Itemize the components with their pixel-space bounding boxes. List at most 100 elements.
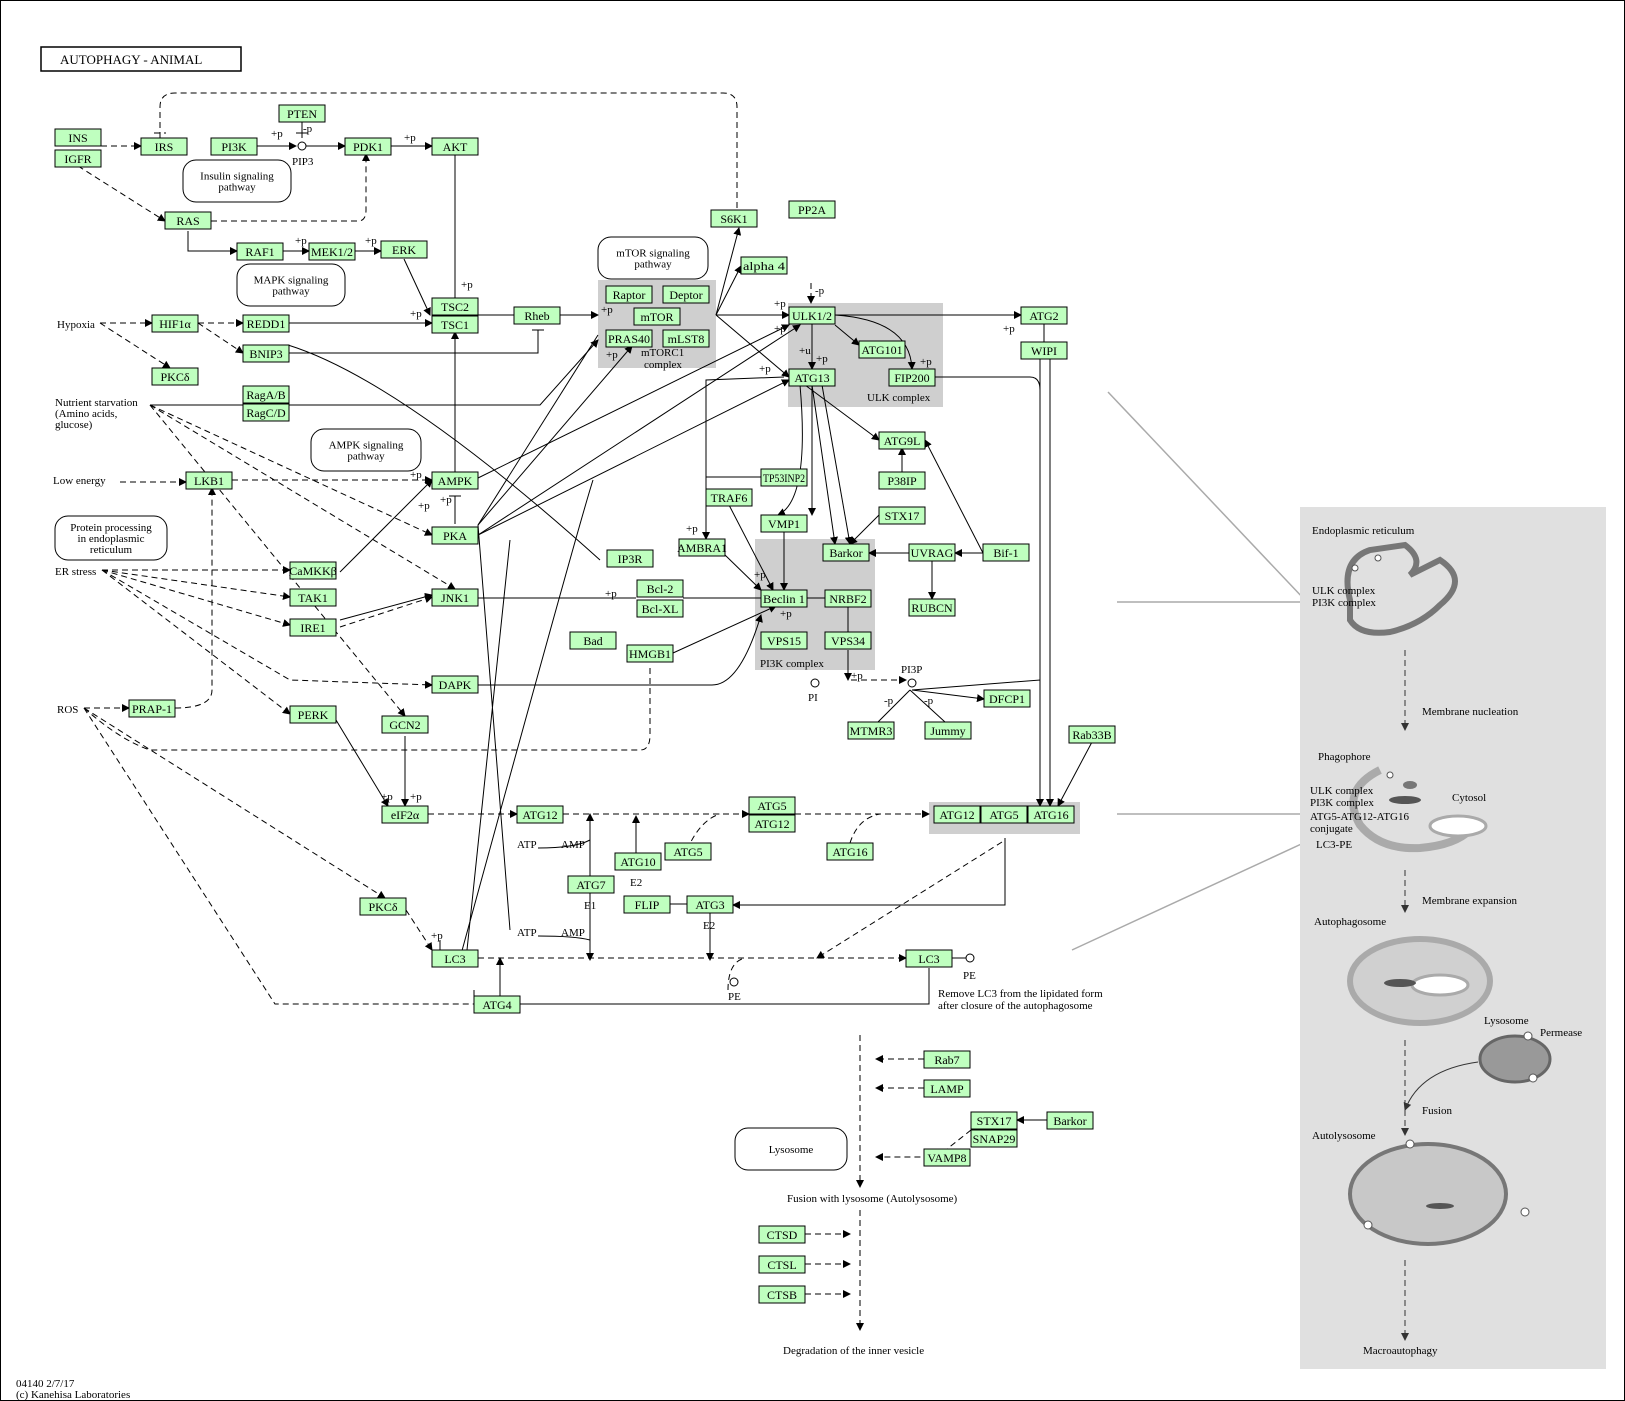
gene-pi3k[interactable]: PI3K: [210, 137, 258, 156]
gene-stx17b[interactable]: STX17: [970, 1111, 1018, 1130]
gene-hmgb1[interactable]: HMGB1: [626, 644, 674, 663]
gene-atg2[interactable]: ATG2: [1020, 306, 1068, 325]
gene-mtmr3[interactable]: MTMR3: [847, 721, 895, 740]
gene-pten[interactable]: PTEN: [278, 104, 326, 123]
gene-atg5b[interactable]: ATG5: [980, 805, 1028, 824]
gene-s6k1[interactable]: S6K1: [710, 209, 758, 228]
gene-lc3b[interactable]: LC3: [905, 949, 953, 968]
gene-pkcd1[interactable]: PKCδ: [151, 367, 199, 386]
gene-dfcp1[interactable]: DFCP1: [983, 689, 1031, 708]
gene-atg9l[interactable]: ATG9L: [878, 431, 926, 450]
gene-lc3a[interactable]: LC3: [431, 949, 479, 968]
gene-gcn2[interactable]: GCN2: [381, 715, 429, 734]
gene-atg10[interactable]: ATG10: [614, 852, 662, 871]
gene-dapk[interactable]: DAPK: [431, 675, 479, 694]
gene-rheb[interactable]: Rheb: [513, 306, 561, 325]
gene-atg12b[interactable]: ATG12: [748, 814, 796, 833]
gene-camkkb[interactable]: CaMKKβ: [289, 561, 337, 580]
gene-bcl2[interactable]: Bcl-2: [636, 579, 684, 598]
gene-raptor[interactable]: Raptor: [605, 285, 653, 304]
gene-atg7[interactable]: ATG7: [567, 875, 615, 894]
gene-pkcd2[interactable]: PKCδ: [359, 897, 407, 916]
gene-flip[interactable]: FLIP: [623, 895, 671, 914]
gene-raf1[interactable]: RAF1: [236, 242, 284, 261]
gene-ins[interactable]: INS: [54, 128, 102, 147]
gene-p38ip[interactable]: P38IP: [878, 471, 926, 490]
gene-rab33b[interactable]: Rab33B: [1068, 725, 1116, 744]
gene-ragab[interactable]: RagA/B: [242, 385, 290, 404]
gene-mtor[interactable]: mTOR: [633, 307, 681, 326]
gene-prap1[interactable]: PRAP-1: [128, 699, 176, 718]
gene-lkb1[interactable]: LKB1: [185, 471, 233, 490]
gene-rubcn[interactable]: RUBCN: [908, 598, 956, 617]
gene-vps34[interactable]: VPS34: [824, 631, 872, 650]
gene-ctsd[interactable]: CTSD: [758, 1225, 806, 1244]
gene-ctsb[interactable]: CTSB: [758, 1285, 806, 1304]
gene-pka[interactable]: PKA: [431, 526, 479, 545]
gene-bnip3[interactable]: BNIP3: [242, 344, 290, 363]
gene-ire1[interactable]: IRE1: [289, 618, 337, 637]
gene-akt[interactable]: AKT: [431, 137, 479, 156]
gene-ampk[interactable]: AMPK: [431, 471, 479, 490]
gene-bif1[interactable]: Bif-1: [982, 543, 1030, 562]
gene-stx17a[interactable]: STX17: [878, 506, 926, 525]
gene-mlst8[interactable]: mLST8: [662, 329, 710, 348]
gene-bad[interactable]: Bad: [569, 631, 617, 650]
gene-beclin1[interactable]: Beclin 1: [760, 589, 808, 608]
gene-tsc2[interactable]: TSC2: [431, 297, 479, 316]
gene-ulk12[interactable]: ULK1/2: [788, 306, 836, 325]
gene-ras[interactable]: RAS: [164, 211, 212, 230]
gene-snap29[interactable]: SNAP29: [970, 1129, 1018, 1148]
gene-uvrag[interactable]: UVRAG: [908, 543, 956, 562]
gene-atg16b[interactable]: ATG16: [826, 842, 874, 861]
gene-vps15[interactable]: VPS15: [760, 631, 808, 650]
gene-atg3[interactable]: ATG3: [686, 895, 734, 914]
gene-atg12a[interactable]: ATG12: [516, 805, 564, 824]
gene-mek12[interactable]: MEK1/2: [308, 242, 356, 261]
gene-eif2a[interactable]: eIF2α: [381, 805, 429, 824]
gene-tsc1[interactable]: TSC1: [431, 315, 479, 334]
gene-rab7[interactable]: Rab7: [923, 1050, 971, 1069]
gene-alpha4[interactable]: alpha 4: [740, 256, 788, 275]
gene-perk[interactable]: PERK: [289, 705, 337, 724]
gene-vamp8[interactable]: VAMP8: [923, 1148, 971, 1167]
gene-ambra1[interactable]: AMBRA1: [677, 538, 727, 557]
gene-nrbf2[interactable]: NRBF2: [824, 589, 872, 608]
gene-deptor[interactable]: Deptor: [662, 285, 710, 304]
gene-wipi[interactable]: WIPI: [1020, 341, 1068, 360]
gene-pras40[interactable]: PRAS40: [605, 329, 653, 348]
gene-igfr[interactable]: IGFR: [54, 149, 102, 168]
gene-bclxl[interactable]: Bcl-XL: [636, 599, 684, 618]
gene-irs[interactable]: IRS: [140, 137, 188, 156]
gene-atg12c[interactable]: ATG12: [933, 805, 981, 824]
gene-barkor1[interactable]: Barkor: [822, 543, 870, 562]
gene-jnk1[interactable]: JNK1: [431, 588, 479, 607]
gene-tak1[interactable]: TAK1: [289, 588, 337, 607]
gene-erk[interactable]: ERK: [380, 240, 428, 259]
gene-hif1a[interactable]: HIF1α: [151, 314, 199, 333]
gene-lamp[interactable]: LAMP: [923, 1079, 971, 1098]
gene-atg13[interactable]: ATG13: [788, 368, 836, 387]
gene-pp2a[interactable]: PP2A: [788, 200, 836, 219]
gene-fip200[interactable]: FIP200: [888, 368, 936, 387]
gene-jummy[interactable]: Jummy: [924, 721, 972, 740]
gene-atg101[interactable]: ATG101: [858, 340, 906, 359]
gene-atg5c[interactable]: ATG5: [664, 842, 712, 861]
gene-ragcd[interactable]: RagC/D: [242, 403, 290, 422]
gene-ip3r[interactable]: IP3R: [606, 549, 654, 568]
gene-barkor2[interactable]: Barkor: [1046, 1111, 1094, 1130]
gene-pdk1[interactable]: PDK1: [344, 137, 392, 156]
gene-atg4[interactable]: ATG4: [473, 995, 521, 1014]
gene-tp53inp2[interactable]: TP53INP2: [760, 468, 808, 487]
gene-ctsl[interactable]: CTSL: [758, 1255, 806, 1274]
gene-atg16a[interactable]: ATG16: [1027, 805, 1075, 824]
gene-atg5a[interactable]: ATG5: [748, 796, 796, 815]
gene-traf6[interactable]: TRAF6: [705, 488, 753, 507]
pathway-map-link[interactable]: Lysosome: [734, 1127, 848, 1171]
gene-redd1[interactable]: REDD1: [242, 314, 290, 333]
